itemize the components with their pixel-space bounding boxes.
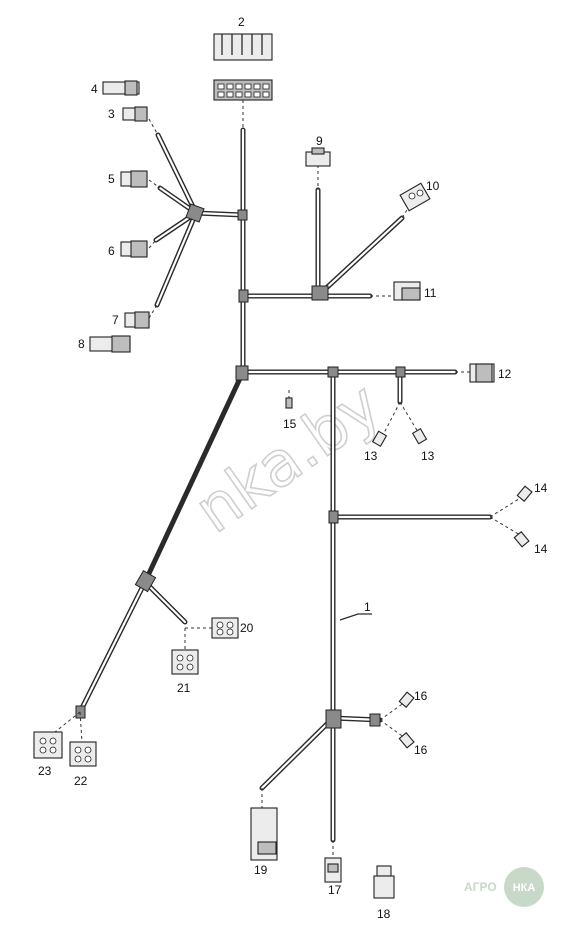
- agro-nka-logo: АГРО НКА: [464, 867, 544, 907]
- connector-4: [102, 80, 140, 96]
- callout-17: 17: [328, 883, 342, 897]
- connector-12: [469, 363, 495, 383]
- connector-3: [122, 106, 148, 122]
- connector-19: [250, 807, 278, 861]
- callout-8: 8: [78, 337, 85, 351]
- connector-11: [393, 281, 421, 301]
- callout-16-a: 16: [414, 689, 428, 703]
- connector-15: [285, 397, 293, 409]
- connector-16-b: [398, 732, 415, 749]
- connector-22: [69, 741, 97, 767]
- watermark: nka.by: [181, 367, 395, 548]
- logo-prefix: АГРО: [464, 880, 497, 894]
- callout-4: 4: [91, 82, 98, 96]
- callout-13-a: 13: [364, 449, 378, 463]
- connector-21: [171, 649, 199, 675]
- callout-14-a: 14: [534, 481, 548, 495]
- connector-13-b: [411, 428, 428, 445]
- callout-12: 12: [498, 367, 512, 381]
- connector-17: [324, 857, 342, 883]
- callout-21: 21: [177, 681, 191, 695]
- connector-6: [120, 240, 148, 258]
- connector-8: [89, 335, 131, 353]
- connector-10: [399, 182, 431, 212]
- harness-wires: [77, 127, 493, 843]
- callout-6: 6: [108, 244, 115, 258]
- connector-16-a: [398, 691, 415, 708]
- callout-5: 5: [108, 172, 115, 186]
- callout-15: 15: [283, 417, 297, 431]
- callout-3: 3: [108, 107, 115, 121]
- logo-badge-text: НКА: [513, 882, 536, 894]
- callout-1: 1: [364, 600, 371, 614]
- callout-16-b: 16: [414, 743, 428, 757]
- connector-2: [213, 33, 273, 101]
- callout-11: 11: [424, 286, 437, 300]
- callout-23: 23: [38, 764, 52, 778]
- connector-5: [120, 170, 148, 188]
- callout-7: 7: [112, 313, 119, 327]
- callout-9: 9: [316, 134, 323, 148]
- connector-13-a: [371, 430, 388, 447]
- connector-9: [305, 147, 331, 167]
- connector-14-b: [513, 531, 530, 548]
- connector-18: [373, 865, 395, 899]
- callout-18: 18: [377, 907, 391, 921]
- connector-20: [211, 617, 239, 639]
- connector-14-a: [516, 485, 533, 502]
- callout-20: 20: [240, 621, 254, 635]
- callout-14-b: 14: [534, 542, 548, 556]
- watermark-text: nka.by: [182, 368, 394, 547]
- connector-23: [33, 731, 63, 759]
- callout-2: 2: [238, 15, 245, 29]
- callout-19: 19: [254, 863, 268, 877]
- callout-22: 22: [74, 774, 88, 788]
- callout-labels: 1 2 3 4 5 6 7 8 9 10 11 12 13 13 14 14 1…: [38, 15, 548, 921]
- connector-7: [124, 311, 150, 329]
- logo-badge-circle: [504, 867, 544, 907]
- callout-10: 10: [426, 179, 440, 193]
- callout-13-b: 13: [421, 449, 435, 463]
